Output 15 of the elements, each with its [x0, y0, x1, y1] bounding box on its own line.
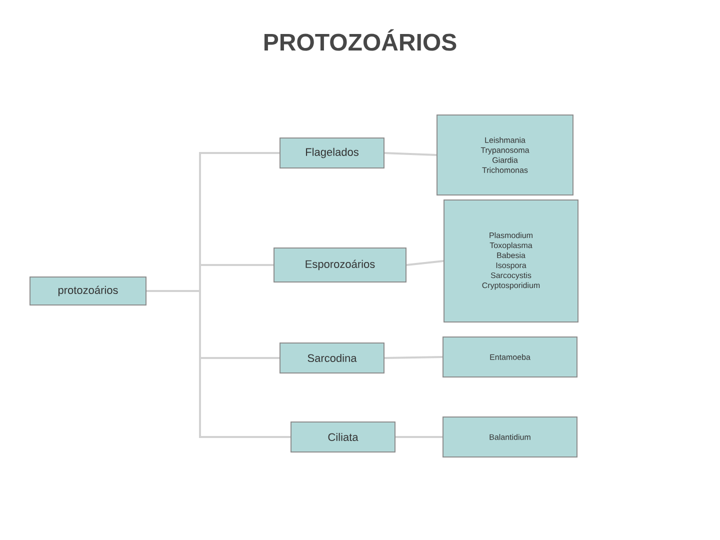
- taxon-box: Leishmania Trypanosoma Giardia Trichomonas: [436, 114, 574, 196]
- taxon-box: Balantidium: [442, 416, 578, 458]
- connector-line: [384, 356, 443, 359]
- taxon-box: Flagelados: [280, 138, 384, 168]
- taxon-box: protozoários: [30, 276, 146, 306]
- connector-line: [406, 260, 444, 266]
- title: PROTOZOÁRIOS: [264, 29, 456, 51]
- taxon-box: Ciliata: [290, 421, 396, 452]
- taxon-box: Esporozoários: [274, 247, 406, 282]
- connector-line: [384, 152, 437, 156]
- connector-line: [146, 290, 290, 438]
- connector-line: [396, 436, 442, 438]
- taxon-box: Entamoeba: [442, 336, 578, 378]
- taxon-box: Sarcodina: [280, 342, 384, 374]
- taxon-box: Plasmodium Toxoplasma Babesia Isospora Sarcocystis Cryptosporidium: [444, 200, 578, 322]
